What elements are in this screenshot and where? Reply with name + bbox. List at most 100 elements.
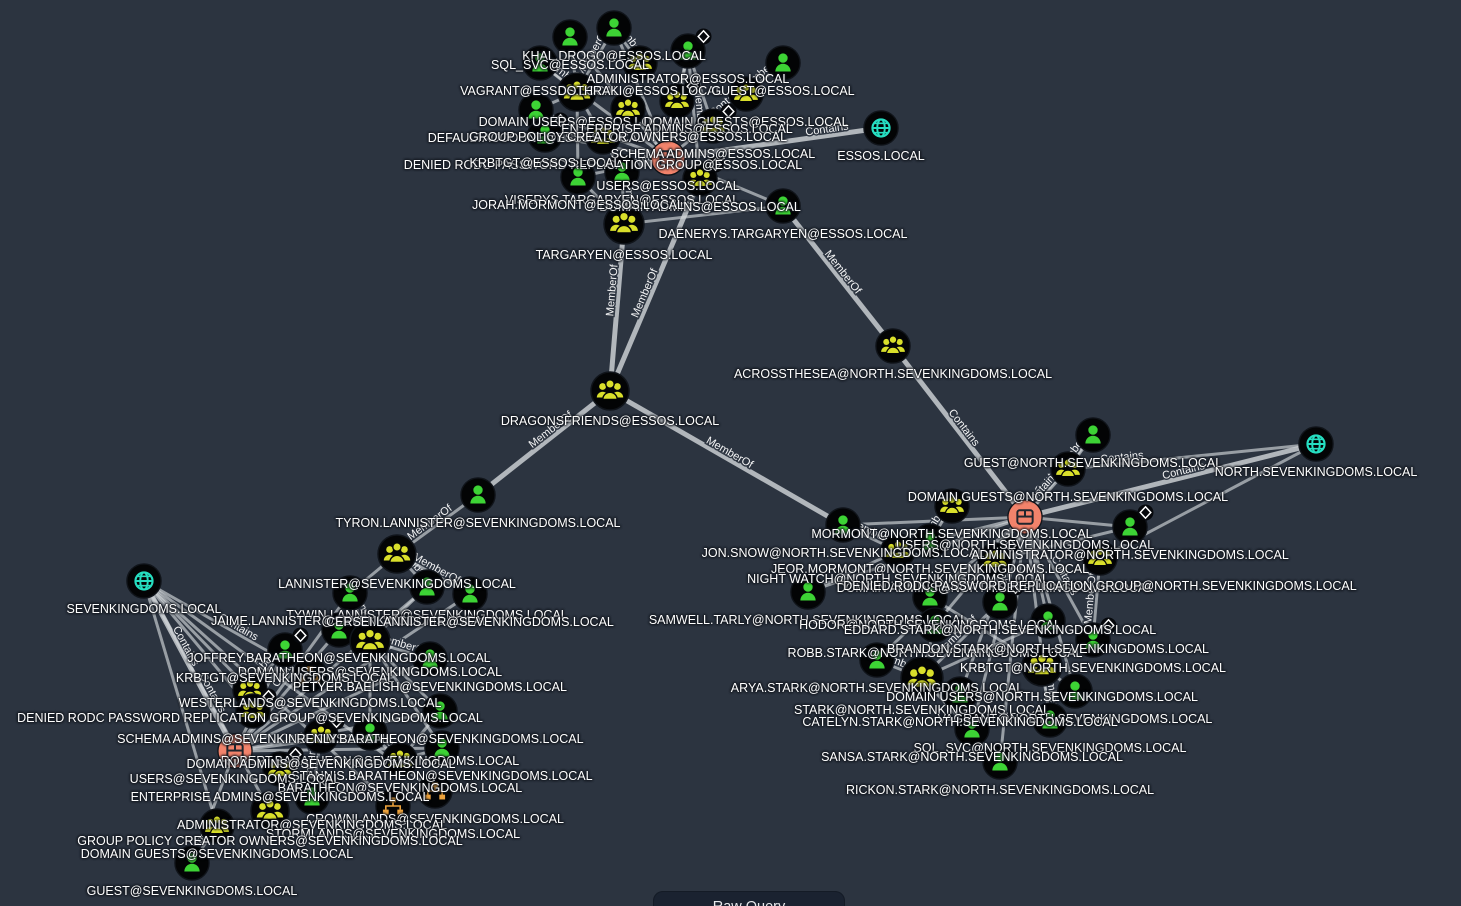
graph-node-entadm_e[interactable] [659,78,701,119]
graph-node-denied_e[interactable] [585,119,621,155]
graph-node-krbtgt_e[interactable] [527,112,569,153]
graph-node-dadm_sk[interactable] [303,713,345,754]
edge-label: MemberOf [527,409,576,451]
graph-node-dusers_n[interactable] [1021,645,1063,687]
graph-edge [933,516,1027,626]
graph-node-admin_sk[interactable] [294,774,336,815]
sitemap-icon [417,773,453,809]
graph-node-sqlsvc_n[interactable] [1032,702,1068,738]
graph-node-tywin[interactable] [409,569,445,605]
graph-node-baratheon[interactable] [382,742,418,778]
graph-node-sk[interactable] [126,563,162,599]
graph-node-targaryen[interactable] [603,203,645,245]
people-icon [682,161,718,197]
graph-node-dusers_e[interactable] [557,72,597,112]
graph-node-arya[interactable] [859,642,895,678]
graph-node-renly[interactable] [422,693,458,729]
graph-edge [233,629,341,752]
graph-node-daenerys[interactable] [765,188,801,224]
sitemap-icon [292,657,328,693]
graph-node-dusers_sk[interactable] [349,620,391,662]
graph-node-users_sk[interactable] [217,733,253,769]
graph-edge [476,389,612,497]
people-icon [250,791,290,831]
graph-edge [1023,516,1095,641]
graph-node-north[interactable] [1298,426,1334,462]
graph-node-stark[interactable] [900,656,944,700]
graph-node-hodor[interactable] [912,579,948,615]
graph-node-crownlands[interactable] [417,773,453,809]
box-icon [650,140,686,176]
graph-node-dguests_n[interactable] [1050,451,1086,487]
graph-edge [608,388,845,528]
graph-node-dragonsfriends[interactable] [590,371,630,411]
graph-node-guest_sk[interactable] [174,845,210,881]
graph-node-jaime[interactable] [332,575,368,611]
people-icon [1050,451,1086,487]
graph-node-joffrey[interactable] [321,612,357,648]
graph-edge [234,592,471,753]
people-icon [900,656,944,700]
graph-edge [929,595,1043,668]
graph-node-dguests_sk[interactable] [199,808,235,844]
person-icon [825,507,861,543]
graph-node-samwell[interactable] [790,574,826,610]
graph-node-acrossthesea[interactable] [875,328,911,364]
graph-node-stormlands[interactable] [375,788,411,824]
graph-node-gpco_e[interactable] [610,91,646,127]
graph-node-viserys[interactable] [604,154,640,190]
graph-node-dothraki[interactable] [622,45,658,81]
graph-node-entadm_sk[interactable] [262,746,304,787]
graph-edge [190,750,237,864]
graph-node-nightwatch[interactable] [880,533,916,569]
graph-node-schadm_e[interactable] [695,103,737,144]
graph-node-jeor[interactable] [912,523,948,559]
graph-node-jorah[interactable] [560,159,596,195]
person-icon [332,575,368,611]
graph-node-dadm_e[interactable] [682,156,724,197]
graph-node-robert[interactable] [352,715,388,751]
person-icon [1057,673,1093,709]
raw-query-bar[interactable]: Raw Query [653,891,845,906]
graph-node-schadm_sk[interactable] [235,688,277,729]
person-icon [1075,417,1111,453]
graph-node-gpco_sk[interactable] [250,791,290,831]
graph-node-users_e[interactable] [650,140,686,176]
graph-node-westerlands[interactable] [292,657,328,693]
graph-node-sql_e[interactable] [552,19,588,55]
graph-node-mormont[interactable] [934,488,970,524]
graph-node-krbtgt_n[interactable] [1075,617,1117,658]
graph-node-brandon[interactable] [1030,603,1066,639]
graph-node-petyer[interactable] [412,641,448,677]
graph-node-admin_n[interactable] [1112,504,1154,545]
graph-node-cersei[interactable] [452,576,488,612]
person-icon [596,10,632,46]
graph-node-eddard[interactable] [982,579,1024,620]
graph-node-jonsnow[interactable] [825,507,861,543]
graph-node-essos[interactable] [863,110,899,146]
graph-node-vagrant_e[interactable] [522,45,558,81]
graph-node-k_drogo[interactable] [596,10,632,46]
person-icon [352,715,388,751]
graph-node-tyron[interactable] [460,477,496,513]
graph-node-admin_e[interactable] [670,28,712,69]
graph-node-sansa[interactable] [954,711,990,747]
people-icon [585,119,621,155]
graph-node-lannister[interactable] [377,534,417,574]
graph-node-rickon[interactable] [982,744,1018,780]
graph-node-guest_e[interactable] [765,45,801,81]
globe-icon [126,563,162,599]
raw-query-label: Raw Query [713,899,786,906]
graph-node-guest_n[interactable] [1075,417,1111,453]
people-icon [695,108,731,144]
graph-node-vagrant_n[interactable] [1057,673,1093,709]
graph-node-dadm_n[interactable] [977,537,1019,578]
graph-node-dguests_e[interactable] [728,76,764,112]
graph-node-users_n[interactable] [1007,499,1043,535]
graph-node-catelyn[interactable] [942,676,978,712]
graph-node-denied_n[interactable] [1082,540,1118,576]
graph-node-stannis[interactable] [424,730,460,766]
graph-node-krbtgt_sk[interactable] [267,627,309,668]
graph-node-robb[interactable] [917,607,953,643]
